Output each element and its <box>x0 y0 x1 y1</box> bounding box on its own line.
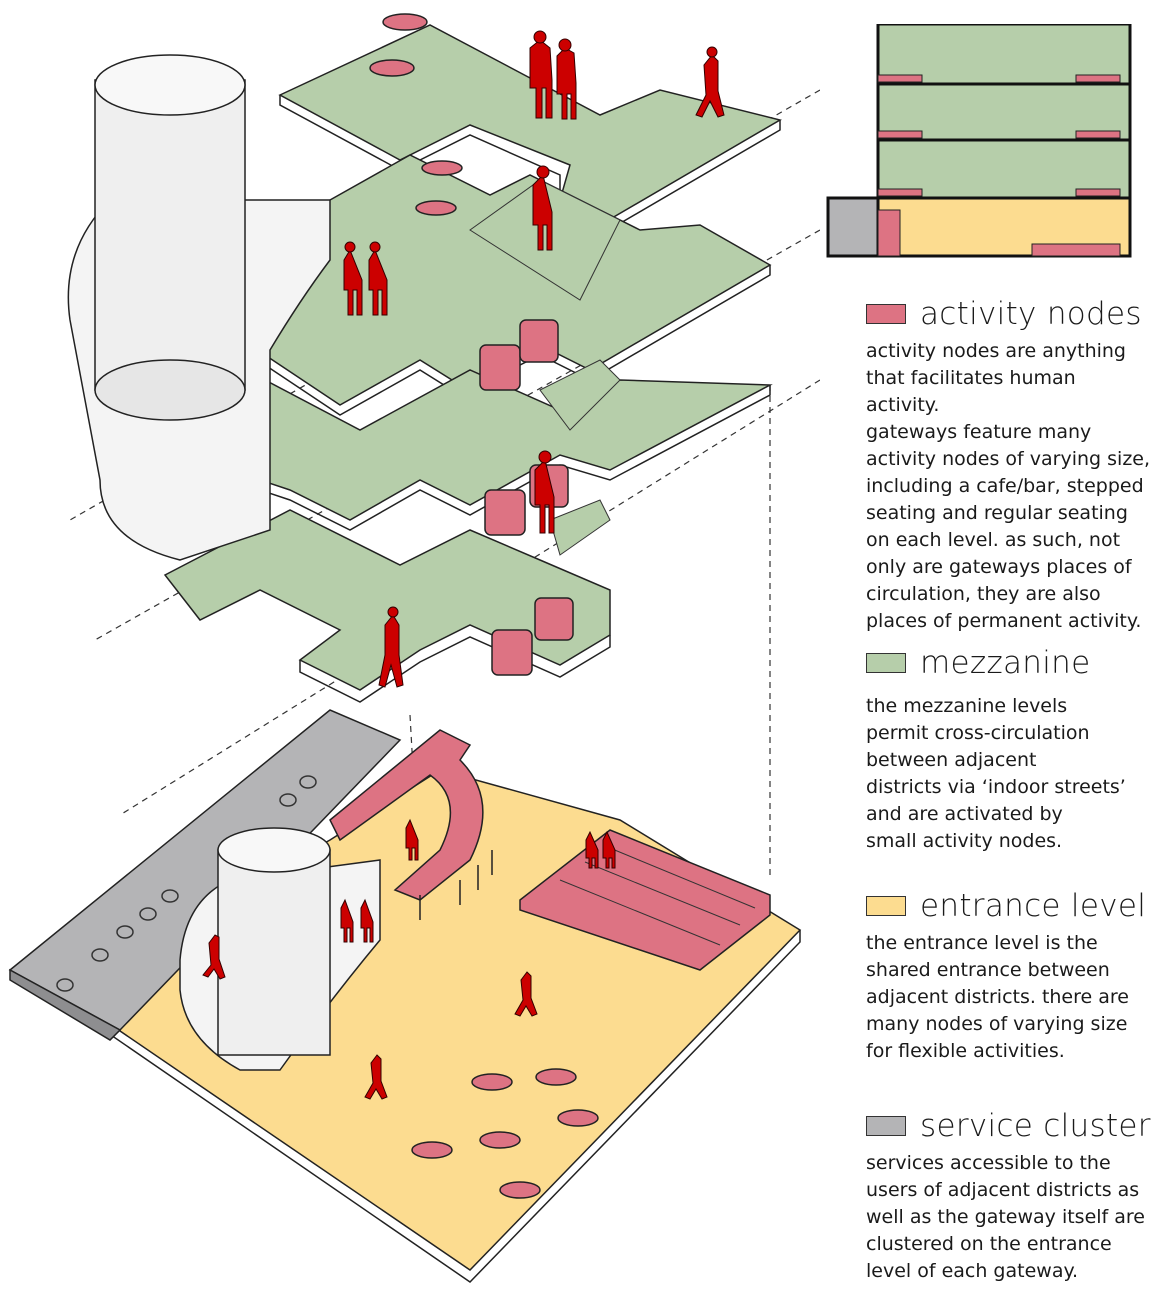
spiral-stair-tower-lower <box>179 827 381 1071</box>
legend-desc-activity-nodes: activity nodes are anything that facilit… <box>866 340 1151 632</box>
legend-desc-entrance-level: the entrance level is the shared entranc… <box>866 932 1129 1062</box>
section-diagram <box>826 24 1132 258</box>
stair-flights <box>469 179 621 556</box>
bar-counter <box>329 729 484 901</box>
legend-item-service-cluster: service cluster services accessible to t… <box>866 1108 1151 1285</box>
service-swatch <box>866 1116 906 1136</box>
legend-desc-mezzanine: the mezzanine levels permit cross-circul… <box>866 695 1126 852</box>
stepped-seating <box>519 829 771 971</box>
section-mezzanine-3 <box>876 138 1132 200</box>
legend-item-activity-nodes: activity nodes activity nodes are anythi… <box>866 296 1151 635</box>
section-activity-nodes <box>877 74 1121 257</box>
exploded-axonometric-diagram <box>8 13 820 1283</box>
entrance-swatch <box>866 896 906 916</box>
legend-item-mezzanine: mezzanine the mezzanine levels permit cr… <box>866 645 1151 855</box>
legend-item-entrance-level: entrance level the entrance level is the… <box>866 888 1151 1065</box>
bar-stools <box>419 850 493 920</box>
legend-desc-service-cluster: services accessible to the users of adja… <box>866 1152 1145 1282</box>
spiral-stair-tower-upper <box>67 54 331 561</box>
legend-title-service-cluster: service cluster <box>920 1108 1151 1144</box>
activity-swatch <box>866 304 906 324</box>
section-mezzanine-1 <box>876 24 1132 86</box>
toilet-fixtures <box>56 775 317 992</box>
cafe-tables <box>369 13 599 1199</box>
mezzanine-swatch <box>866 653 906 673</box>
service-cluster <box>8 709 402 1041</box>
section-service-cluster <box>826 196 880 258</box>
legend-title-activity-nodes: activity nodes <box>920 296 1142 332</box>
legend-title-mezzanine: mezzanine <box>920 645 1091 681</box>
person-figures <box>202 30 725 1100</box>
legend-title-entrance-level: entrance level <box>920 888 1147 924</box>
